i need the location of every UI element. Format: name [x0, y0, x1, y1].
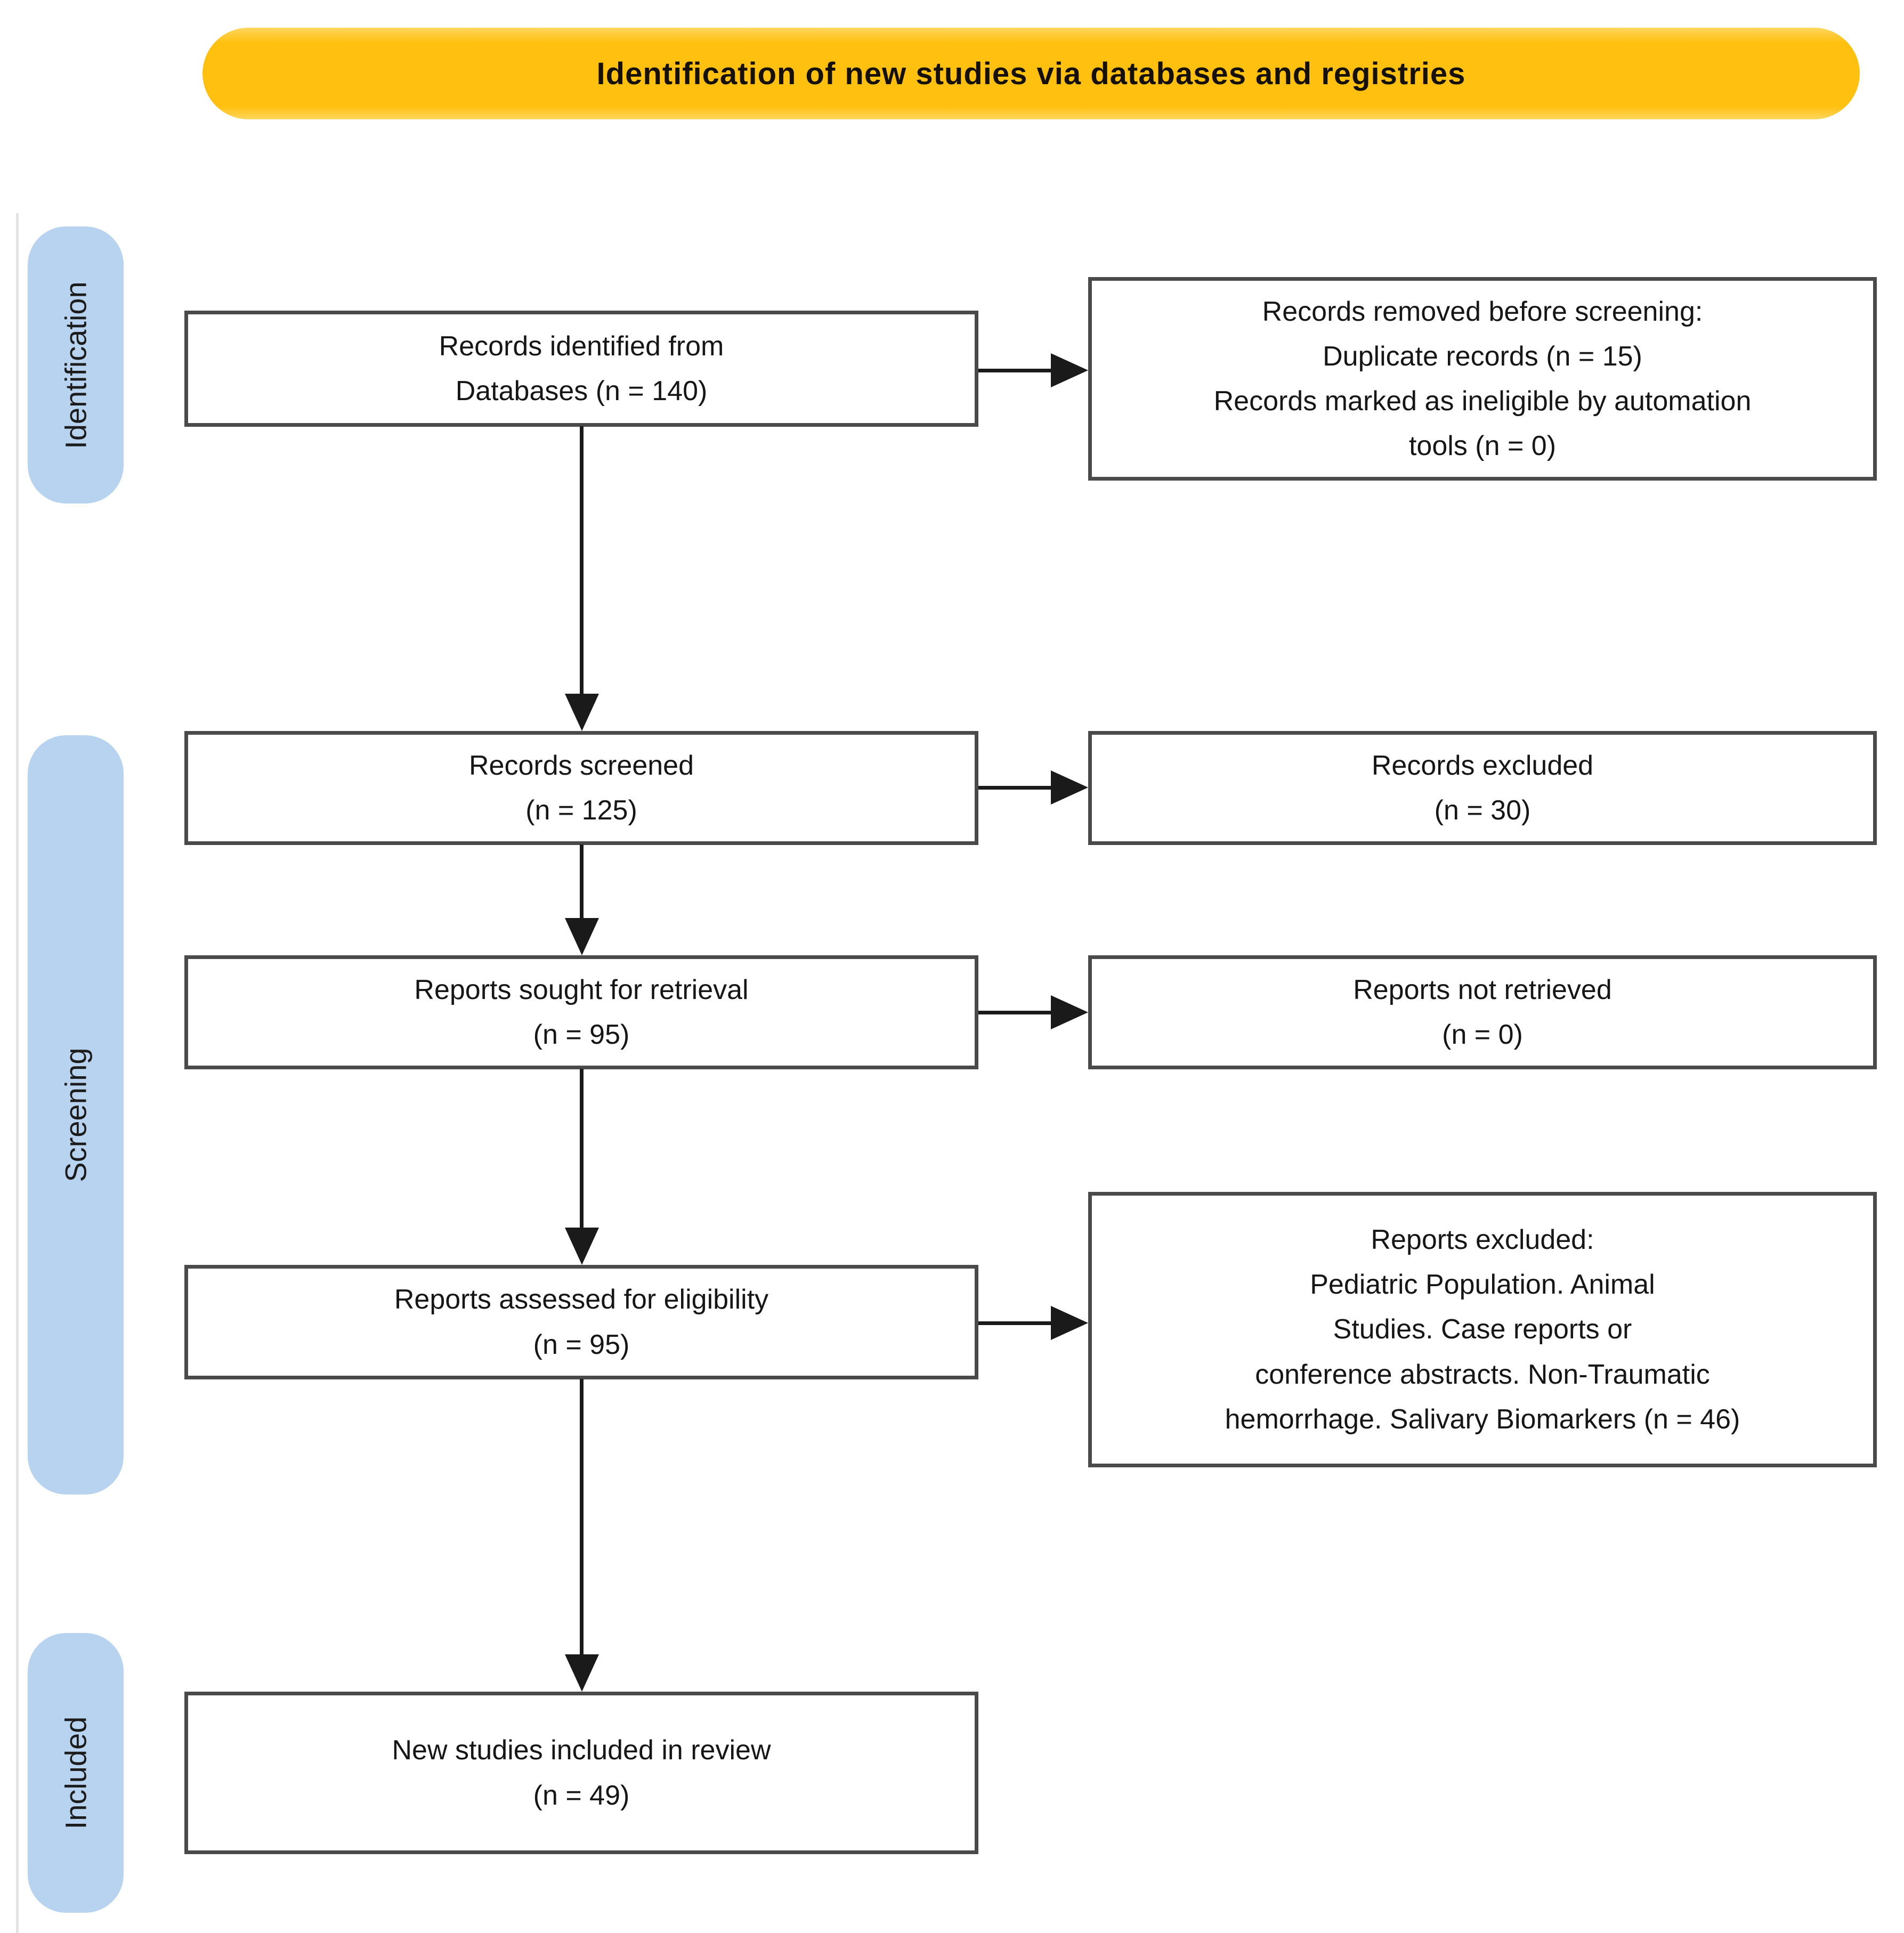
box-reports-sought: Reports sought for retrieval (n = 95) [184, 955, 978, 1069]
stage-tab-screening: Screening [28, 735, 124, 1495]
arrow-assessed-to-included-head [565, 1654, 599, 1692]
box-records-excluded: Records excluded (n = 30) [1088, 731, 1877, 845]
arrow-sought-to-notretrieved-head [1051, 995, 1088, 1029]
arrow-identified-to-screened-head [565, 694, 599, 731]
arrow-identified-to-removed-line [978, 369, 1058, 372]
diagram-title: Identification of new studies via databa… [596, 56, 1466, 91]
arrow-screened-to-excluded-line [978, 786, 1058, 790]
box-records-removed: Records removed before screening: Duplic… [1088, 277, 1877, 481]
box-new-studies-included: New studies included in review (n = 49) [184, 1692, 978, 1854]
page-edge-artifact [16, 213, 19, 1933]
stage-tab-identification: Identification [28, 226, 124, 503]
stage-label-included: Included [59, 1716, 93, 1830]
arrow-screened-to-sought-line [580, 844, 584, 930]
arrow-sought-to-notretrieved-line [978, 1011, 1058, 1014]
arrow-screened-to-sought-head [565, 918, 599, 955]
arrow-identified-to-removed-head [1051, 353, 1088, 387]
box-records-screened: Records screened (n = 125) [184, 731, 978, 845]
box-records-identified: Records identified from Databases (n = 1… [184, 311, 978, 427]
stage-label-screening: Screening [59, 1047, 93, 1182]
box-reports-not-retrieved: Reports not retrieved (n = 0) [1088, 955, 1877, 1069]
arrow-sought-to-assessed-head [565, 1228, 599, 1265]
arrow-assessed-to-excluded-head [1051, 1306, 1088, 1340]
arrow-assessed-to-excluded-line [978, 1321, 1058, 1325]
box-reports-assessed: Reports assessed for eligibility (n = 95… [184, 1265, 978, 1379]
stage-label-identification: Identification [59, 281, 93, 449]
title-banner: Identification of new studies via databa… [202, 28, 1860, 119]
arrow-assessed-to-included-line [580, 1379, 584, 1667]
arrow-identified-to-screened-line [580, 426, 584, 703]
arrow-screened-to-excluded-head [1051, 770, 1088, 805]
stage-tab-included: Included [28, 1633, 124, 1913]
box-reports-excluded: Reports excluded: Pediatric Population. … [1088, 1192, 1877, 1467]
arrow-sought-to-assessed-line [580, 1069, 584, 1239]
